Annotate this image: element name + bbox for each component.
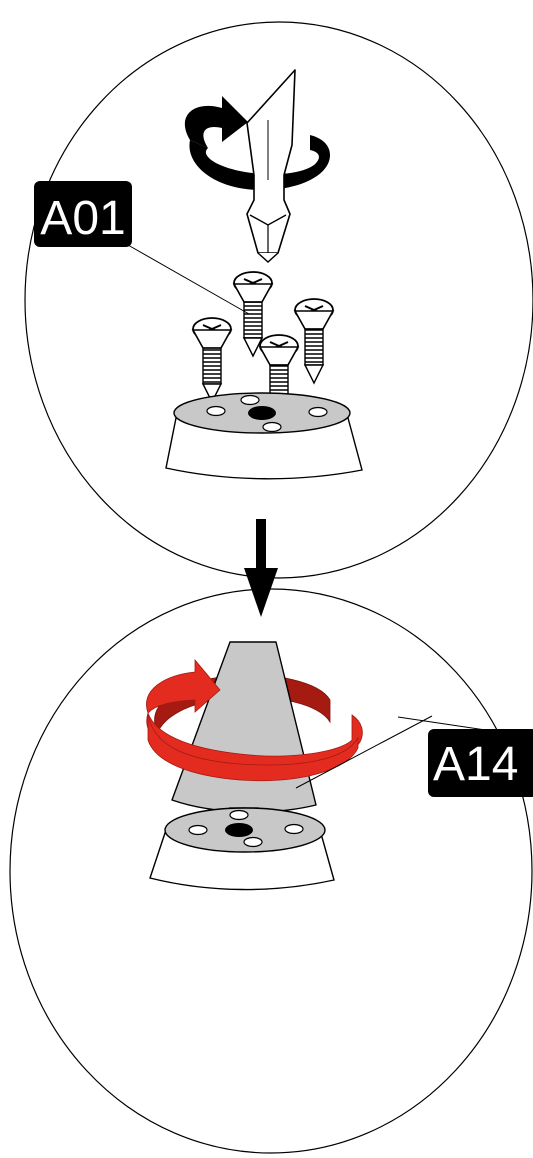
base-mount bbox=[149, 807, 335, 891]
base-mount bbox=[165, 392, 363, 480]
screw-group bbox=[191, 271, 335, 418]
step-2-detail: A14 bbox=[9, 588, 533, 1154]
part-label-a14-text: A14 bbox=[433, 738, 518, 791]
arrow-down-icon bbox=[244, 519, 278, 617]
screw bbox=[232, 271, 274, 358]
screw bbox=[191, 317, 233, 404]
screwdriver bbox=[246, 69, 296, 263]
part-label-a01-text: A01 bbox=[40, 192, 125, 245]
rotate-clockwise-arrow-icon bbox=[146, 658, 363, 782]
part-label-a14: A14 bbox=[295, 715, 533, 797]
step-2-circle bbox=[9, 588, 533, 1154]
step-1-circle bbox=[24, 21, 533, 579]
step-1-detail: A01 bbox=[24, 21, 533, 579]
part-label-a01: A01 bbox=[34, 181, 250, 315]
rotate-clockwise-arrow-icon bbox=[184, 96, 330, 190]
screw bbox=[293, 298, 335, 385]
